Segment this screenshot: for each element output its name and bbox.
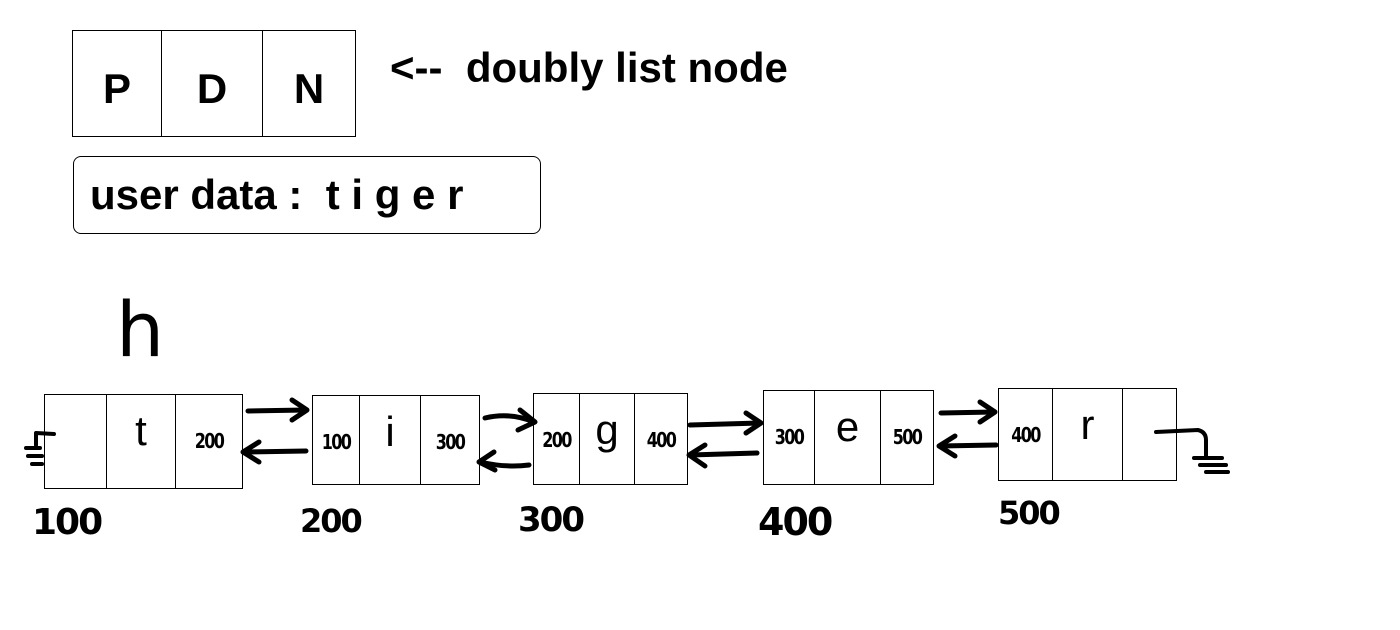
- node-1-next-value: 200: [194, 429, 225, 453]
- node-2-address: 200: [300, 502, 363, 540]
- node-4-prev-cell: 300: [764, 391, 814, 484]
- next-arrow-4-5: [938, 399, 998, 425]
- node-4-address: 400: [758, 500, 833, 544]
- next-arrow-2-3: [482, 407, 538, 433]
- node-4-next-cell: 500: [880, 391, 933, 484]
- null-ground-icon-next: [1154, 428, 1230, 474]
- node-5-data-value: r: [1080, 401, 1095, 448]
- node-4-prev-value: 300: [774, 425, 805, 449]
- node-2-data-cell: i: [359, 396, 420, 484]
- legend-prev-cell: P: [102, 64, 131, 112]
- prev-arrow-5-4: [936, 433, 999, 459]
- node-3-data-cell: g: [579, 394, 634, 484]
- prev-arrow-4-3: [686, 442, 760, 469]
- node-3-next-cell: 400: [634, 394, 687, 484]
- node-3-address: 300: [518, 500, 585, 540]
- list-node-5: 400 r: [998, 388, 1177, 481]
- node-2-prev-cell: 100: [313, 396, 359, 484]
- legend-caption: <-- doubly list node: [390, 44, 788, 91]
- node-3-prev-cell: 200: [534, 394, 579, 484]
- null-ground-icon-prev: [24, 431, 56, 466]
- list-node-3: 200 g 400: [533, 393, 688, 485]
- node-5-prev-cell: 400: [999, 389, 1052, 480]
- list-node-2: 100 i 300: [312, 395, 480, 485]
- node-2-next-value: 300: [435, 430, 466, 454]
- node-1-address: 100: [32, 502, 103, 543]
- user-data-label: user data : t i g e r: [90, 171, 464, 218]
- legend-next-cell: N: [262, 31, 355, 136]
- node-5-address: 500: [998, 494, 1061, 532]
- node-3-next-value: 400: [646, 428, 677, 452]
- next-arrow-3-4: [687, 410, 764, 436]
- node-1-data-value: t: [135, 407, 147, 454]
- node-3-prev-value: 200: [542, 428, 572, 452]
- node-3-data-value: g: [595, 406, 619, 453]
- legend-data-cell: D: [161, 31, 262, 136]
- head-pointer-label: h: [116, 285, 165, 374]
- node-4-data-value: e: [835, 403, 860, 450]
- node-4-next-value: 500: [892, 425, 923, 449]
- legend-node: P D N: [72, 30, 356, 137]
- next-arrow-1-2: [245, 397, 310, 423]
- list-node-4: 300 e 500: [763, 390, 934, 485]
- prev-arrow-2-1: [240, 439, 309, 465]
- prev-arrow-3-2: [476, 449, 532, 473]
- node-5-prev-value: 400: [1011, 423, 1041, 447]
- node-1-next-cell: 200: [175, 395, 242, 488]
- node-2-data-value: i: [385, 408, 395, 455]
- node-5-next-cell: [1122, 389, 1176, 480]
- user-data-box: user data : t i g e r: [73, 156, 541, 234]
- node-4-data-cell: e: [814, 391, 880, 484]
- list-node-1: t 200: [44, 394, 243, 489]
- node-2-prev-value: 100: [321, 430, 352, 454]
- node-5-data-cell: r: [1052, 389, 1122, 480]
- node-1-data-cell: t: [106, 395, 175, 488]
- node-2-next-cell: 300: [420, 396, 479, 484]
